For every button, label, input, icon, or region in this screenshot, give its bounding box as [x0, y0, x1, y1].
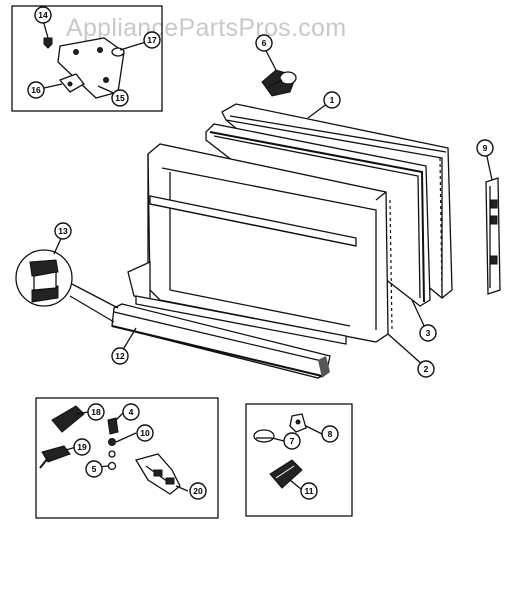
- closer-pin: [107, 417, 119, 435]
- door-shelf-bar: [111, 303, 331, 379]
- callout-7-label: 7: [290, 436, 295, 446]
- callout-9: 9: [476, 139, 494, 157]
- door-handle: [485, 177, 501, 295]
- callout-6: 6: [255, 34, 273, 52]
- callouts: 14 17 16 15 6 1 9 13: [27, 6, 494, 500]
- callout-11: 11: [300, 482, 318, 500]
- callout-5: 5: [85, 460, 103, 478]
- callout-17-label: 17: [147, 35, 157, 45]
- door-stop-plug: [261, 69, 297, 97]
- door-liner: [147, 143, 389, 343]
- callout-14-label: 14: [38, 10, 48, 20]
- callout-1-label: 1: [330, 95, 335, 105]
- callout-1: 1: [323, 91, 341, 109]
- callout-11-label: 11: [305, 486, 314, 496]
- door-assembly: [127, 103, 453, 345]
- callout-2-label: 2: [424, 364, 429, 374]
- callout-20: 20: [189, 482, 207, 500]
- callout-3: 3: [419, 324, 437, 342]
- callout-10-label: 10: [140, 428, 150, 438]
- handle-body: [485, 177, 501, 295]
- shelf-support-inset: [245, 403, 353, 517]
- inset-box-hinge: [11, 5, 163, 112]
- callout-13-label: 13: [58, 226, 68, 236]
- callout-13: 13: [54, 222, 72, 240]
- callout-7: 7: [283, 432, 301, 450]
- callout-16: 16: [27, 81, 45, 99]
- callout-9-label: 9: [483, 143, 488, 153]
- callout-15-label: 15: [115, 93, 125, 103]
- callout-3-label: 3: [426, 328, 431, 338]
- inset-box-support: [245, 403, 353, 517]
- shelf-clip: [269, 459, 303, 489]
- callout-6-label: 6: [262, 38, 267, 48]
- closer-bracket: [51, 405, 85, 433]
- detail-bubble: [15, 249, 119, 323]
- callout-20-label: 20: [193, 486, 203, 496]
- callout-8: 8: [321, 425, 339, 443]
- callout-18-label: 18: [91, 407, 101, 417]
- shelf-cap: [253, 429, 275, 443]
- callout-15: 15: [111, 89, 129, 107]
- callout-17: 17: [143, 31, 161, 49]
- callout-10: 10: [136, 424, 154, 442]
- callout-18: 18: [87, 403, 105, 421]
- callout-12-label: 12: [115, 351, 125, 361]
- callout-4: 4: [122, 403, 140, 421]
- callout-14: 14: [34, 6, 52, 24]
- callout-19-label: 19: [77, 442, 87, 452]
- closer-arm: [41, 445, 71, 463]
- callout-8-label: 8: [328, 429, 333, 439]
- callout-16-label: 16: [31, 85, 41, 95]
- closer-kit-inset: [35, 397, 219, 519]
- inset-box-closer: [35, 397, 219, 519]
- closer-washer: [107, 461, 117, 471]
- hinge-kit-inset: [11, 5, 163, 112]
- watermark-text: AppliancePartsPros.com: [66, 14, 347, 42]
- callout-2: 2: [417, 360, 435, 378]
- hinge-screw: [43, 37, 53, 49]
- callout-5-label: 5: [92, 464, 97, 474]
- callout-4-label: 4: [129, 407, 134, 417]
- callout-19: 19: [73, 438, 91, 456]
- callout-12: 12: [111, 347, 129, 365]
